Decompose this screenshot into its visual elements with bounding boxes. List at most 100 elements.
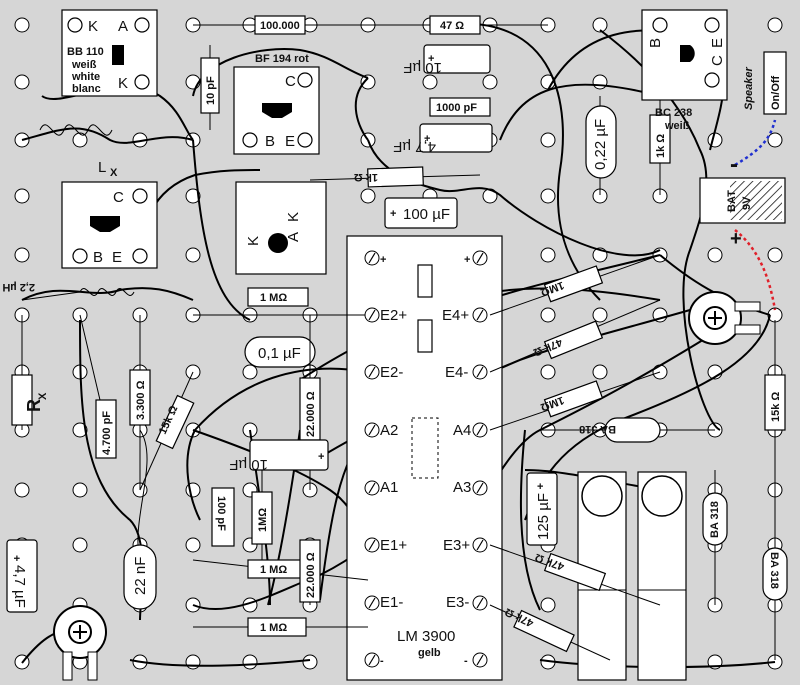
bf194-e-label: E [285, 133, 295, 150]
diode-k-left-label: K [245, 236, 262, 246]
board-hole [72, 537, 88, 553]
board-hole [540, 307, 556, 323]
capacitor-100uf: + 100 µF [384, 197, 458, 229]
diode-k-right-label: K [285, 212, 302, 222]
bb110-weiss: weiß [71, 59, 97, 71]
ic-pin-slot [368, 424, 376, 436]
bb110-white: white [71, 71, 100, 83]
ic-name: LM 3900 [397, 628, 455, 645]
on-off-switch[interactable]: On/Off [763, 51, 787, 115]
board-hole [767, 132, 783, 148]
bf194-title: BF 194 rot [255, 53, 309, 65]
board-hole [540, 597, 556, 613]
battery-minus-lead [734, 119, 777, 167]
battery-minus-label: - [730, 151, 738, 178]
board-hole [14, 247, 30, 263]
diode-ba318-a-label: BA 318 [579, 423, 616, 435]
board-hole [422, 74, 438, 90]
ic-pin-slot [476, 539, 484, 551]
bb110-k-right-label: K [118, 75, 128, 92]
resistor-3300-label: 3.300 Ω [135, 380, 147, 420]
ic-pin-slot [476, 597, 484, 609]
board-hole [242, 654, 258, 670]
bb110-name: BB 110 [67, 46, 104, 58]
pin-a1: A1 [380, 479, 398, 496]
bf194-transistor: BF 194 rot C B E [233, 53, 320, 155]
ic-pin-slot [368, 366, 376, 378]
capacitor-22nf-label: 22 nF [132, 557, 149, 595]
board-hole [360, 188, 376, 204]
board-hole [707, 247, 723, 263]
board-hole [72, 422, 88, 438]
resistor-1m-vert: 1MΩ [251, 470, 273, 560]
board-hole [185, 537, 201, 553]
ic-pin-slot [368, 252, 376, 264]
capacitor-100uf-plus: + [390, 208, 396, 220]
ic-pin-slot [476, 366, 484, 378]
pin-e3-minus: E3- [446, 594, 469, 611]
capacitor-100uf-label: 100 µF [403, 206, 450, 223]
transistor-2-b-label: B [93, 249, 103, 266]
ic-pin-slot [368, 482, 376, 494]
resistor-1k-right-label: 1k Ω [655, 134, 667, 158]
ic-pin-slot [476, 654, 484, 666]
capacitor-4-7uf-left-label: 4,7 µF [11, 565, 28, 608]
capacitor-100pf-label: 100 pF [215, 496, 227, 531]
ic-pin-slot [368, 309, 376, 321]
capacitor-4-7uf-top-plus: + [424, 133, 430, 145]
bf194-b-label: B [265, 133, 275, 150]
board-hole [592, 307, 608, 323]
pin-e2-minus: E2- [380, 364, 403, 381]
resistor-1m-top: 1 MΩ [193, 287, 368, 316]
resistor-rx: R X [11, 315, 49, 430]
resistor-1k-mid: 1k Ω [309, 166, 481, 188]
pin-a4: A4 [453, 422, 471, 439]
speaker-label: Speaker [743, 66, 755, 110]
pin-e1-minus: E1- [380, 594, 403, 611]
resistor-22000-b-label: 22.000 Ω [305, 552, 317, 598]
ic-minus-left: - [380, 655, 384, 667]
ic-minus-right: - [464, 655, 468, 667]
resistor-100000-label: 100.000 [260, 20, 300, 32]
board-hole [540, 132, 556, 148]
inductor-lx-subscript: X [110, 167, 118, 179]
diode-ba318-b-label: BA 318 [709, 501, 721, 538]
resistor-1m-top-label: 1 MΩ [260, 292, 287, 304]
resistor-47: 47 Ω [368, 15, 548, 35]
ic-plus-left: + [380, 254, 386, 266]
capacitor-10uf-top-plus: + [428, 53, 434, 65]
bb110-k-left-label: K [88, 18, 98, 35]
board-hole [14, 74, 30, 90]
potentiometer-left[interactable] [53, 605, 107, 681]
inductor-lx-label: L [98, 159, 106, 176]
on-off-label: On/Off [770, 75, 782, 110]
potentiometer-right[interactable] [688, 291, 761, 345]
board-hole [767, 307, 783, 323]
resistor-1m-a: 1MΩ [489, 254, 661, 316]
pin-a3: A3 [453, 479, 471, 496]
capacitor-10uf-mid-plus: + [318, 451, 324, 463]
resistor-15k-right: 15k Ω [764, 320, 786, 490]
transistor-2: C B E [61, 181, 158, 269]
capacitor-125uf-label: 125 µF [535, 493, 552, 540]
board-hole [707, 132, 723, 148]
capacitor-125uf-plus: + [537, 481, 543, 493]
bf194-c-label: C [285, 73, 296, 90]
capacitor-0-22uf-label: 0,22 µF [592, 119, 609, 170]
resistor-22000-a-label: 22.000 Ω [305, 391, 317, 437]
resistor-1m-vert-label: 1MΩ [257, 508, 269, 532]
ic-color: gelb [418, 647, 441, 659]
capacitor-0-22uf: 0,22 µF [585, 96, 617, 195]
ic-pin-slot [476, 252, 484, 264]
capacitor-4700pf-label: 4.700 pF [101, 411, 113, 455]
ic-pin-slot [368, 539, 376, 551]
board-hole [482, 74, 498, 90]
bb110-a-label: A [118, 18, 128, 35]
resistor-3300: 3.300 Ω [129, 315, 151, 490]
capacitor-10pf: 10 pF [200, 45, 220, 130]
ic-pin-slot [476, 309, 484, 321]
diode-ba318-c: BA 318 [762, 490, 788, 660]
diode-ba318-c-label: BA 318 [768, 552, 780, 589]
capacitor-0-1uf: 0,1 µF [244, 336, 316, 368]
